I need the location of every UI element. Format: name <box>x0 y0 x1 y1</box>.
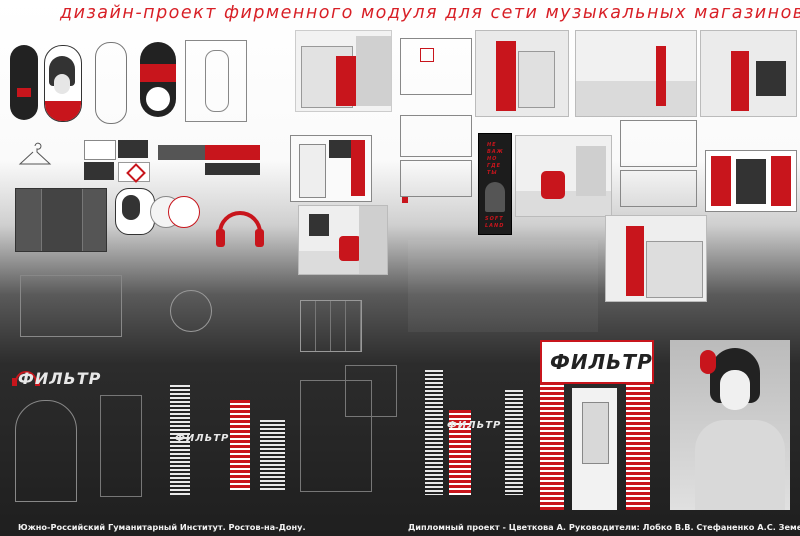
poster-figure <box>485 182 505 212</box>
tech-drawing-3 <box>300 380 372 492</box>
render-column-right <box>626 382 650 510</box>
cards-strip-1 <box>158 145 208 160</box>
render-column-left <box>540 382 564 510</box>
render-figure <box>670 340 790 510</box>
footer-institute: Южно-Российский Гуманитарный Институт. Р… <box>18 522 306 532</box>
cards-strip-2 <box>205 145 260 160</box>
shop-photo-3 <box>700 30 797 117</box>
plan-notes <box>410 195 470 207</box>
vertical-poster: НЕ ВАЖ НО ГДЕ ТЫ SOFT LAND <box>478 133 512 235</box>
column-striped-1 <box>170 385 190 495</box>
render-logo: ФИЛЬТР <box>550 350 653 374</box>
legend-dots <box>402 197 408 203</box>
facade-color <box>705 150 797 212</box>
render-door <box>572 388 617 510</box>
cd-disc-2 <box>168 196 200 228</box>
bag-outline-drawing <box>95 42 127 124</box>
poster-line-5: ТЫ <box>487 170 498 176</box>
card-red-x <box>118 162 150 183</box>
tech-drawing-2 <box>100 395 142 497</box>
hanger-icon <box>18 142 52 170</box>
plan-low <box>400 160 472 197</box>
drawing-notes-3 <box>270 368 330 386</box>
box-net <box>15 188 107 252</box>
drawing-notes-1 <box>215 295 255 325</box>
shop-3d-view <box>295 30 392 112</box>
column-striped-2 <box>260 420 285 490</box>
plan-top <box>400 38 472 95</box>
poster-line-7: LAND <box>485 223 505 229</box>
shop-3d-view-2 <box>605 215 707 302</box>
poster-line-6: SOFT <box>485 216 504 222</box>
bag-left <box>10 45 38 120</box>
column-red-1 <box>230 400 250 490</box>
drawing-plan-large <box>20 275 122 337</box>
card-white-1 <box>84 140 116 160</box>
facade-drawing <box>290 135 372 202</box>
tech-drawing-4 <box>345 365 397 417</box>
explanatory-note <box>408 240 598 332</box>
tech-drawing-1 <box>15 400 77 502</box>
bag-red-top <box>140 42 176 117</box>
logo-emblem-text: ФИЛЬТР <box>18 369 102 388</box>
poster-line-3: НО <box>487 156 498 162</box>
main-render: ФИЛЬТР <box>540 340 790 510</box>
elevation-drawing-1 <box>620 120 697 167</box>
module-elevation: ФИЛЬТР <box>170 415 275 490</box>
shop-photo-1 <box>475 30 569 117</box>
page-title: дизайн-проект фирменного модуля для сети… <box>60 3 800 23</box>
drawing-module-grid <box>300 300 362 352</box>
package-drawing-inner <box>205 50 229 112</box>
card-dark-1 <box>118 140 148 158</box>
interior-view-1 <box>298 205 388 275</box>
poster-line-4: ГДЕ <box>487 163 502 169</box>
poster-line-1: НЕ <box>487 142 497 148</box>
module-center-logo: ФИЛЬТР <box>447 420 502 431</box>
drawing-notes-2 <box>120 372 180 390</box>
cd-sleeve <box>115 188 155 235</box>
footer-project: Дипломный проект - Цветкова А. Руководит… <box>408 522 800 532</box>
card-dark-2 <box>84 162 114 180</box>
logo-emblem-icon <box>8 358 113 388</box>
plan-top-red <box>420 48 434 62</box>
drawing-round <box>170 290 212 332</box>
render-panel-sign <box>540 340 654 384</box>
poster-line-2: ВАЖ <box>487 149 504 155</box>
bag-figure-card <box>44 45 82 122</box>
module-drawing-center: ФИЛЬТР <box>425 370 530 495</box>
cards-strip-3 <box>205 163 260 175</box>
bag-left-logo <box>17 88 31 97</box>
module-elevation-logo: ФИЛЬТР <box>175 433 230 444</box>
interior-view-2 <box>515 135 612 217</box>
shop-photo-2 <box>575 30 697 117</box>
package-drawing-top <box>185 40 247 122</box>
plan-mid <box>400 115 472 157</box>
elevation-drawing-2 <box>620 170 697 207</box>
headphones-icon <box>210 195 270 255</box>
